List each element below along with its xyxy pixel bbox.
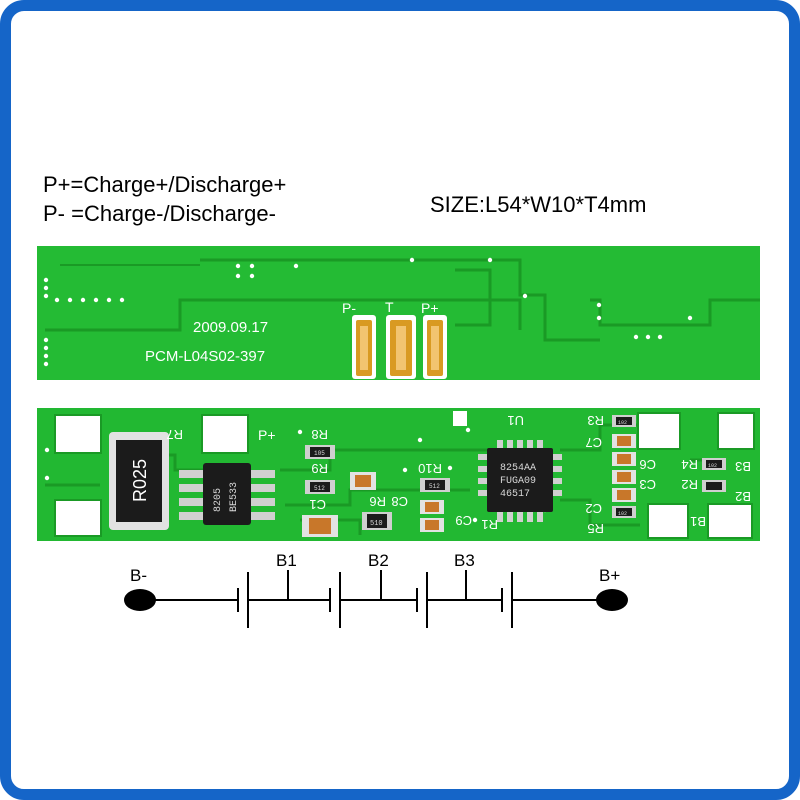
pcb-bottom-view: R025 8205 BE533 8254AA F: [37, 408, 760, 541]
silk-r1: R1: [481, 517, 498, 532]
silk-c8: C8: [391, 494, 408, 509]
mosfet-chip: 8205 BE533: [179, 463, 275, 525]
pad-t: [386, 315, 416, 379]
mosfet-marking-2: BE533: [229, 482, 240, 512]
pad-p-plus: [423, 315, 447, 379]
silk-b1: B1: [690, 514, 706, 529]
silk-r9: R9: [311, 461, 328, 476]
terminal-b-minus: [124, 589, 156, 611]
smd-code-r8: 105: [314, 450, 325, 457]
silk-c1: C1: [309, 497, 326, 512]
fiducial-pad: [453, 411, 467, 426]
silk-r5: R5: [587, 521, 604, 536]
cell-wiring-diagram: [140, 570, 612, 628]
silk-c6: C6: [639, 457, 656, 472]
pad-b-minus-bottom: [54, 499, 102, 537]
shunt-resistor: R025: [109, 432, 169, 530]
pad-label-p-minus: P-: [342, 300, 356, 316]
pad-label-t: T: [385, 299, 394, 315]
silk-r10: R10: [418, 461, 442, 476]
smd-code-r9: 512: [314, 485, 325, 492]
terminal-b-plus: [596, 589, 628, 611]
pcb-part-number: PCM-L04S02-397: [145, 348, 265, 365]
label-b-plus: B+: [599, 566, 620, 585]
pad-p-minus: [352, 315, 376, 379]
ic-marking-3: 46517: [500, 489, 530, 500]
pad-label-p-plus: P+: [421, 300, 439, 316]
smd-r8: 105: [305, 445, 335, 459]
silk-r7: R7: [166, 427, 183, 442]
pad-b3: [717, 412, 755, 450]
silk-r2: R2: [681, 477, 698, 492]
label-b-minus: B-: [130, 566, 147, 585]
silk-b2: B2: [735, 489, 751, 504]
shunt-marking: R025: [130, 459, 150, 502]
pcb-date-label: 2009.09.17: [193, 319, 268, 336]
pad-b-minus-top: [54, 414, 102, 454]
label-b3: B3: [454, 551, 475, 570]
pad-b3-left: [637, 412, 681, 450]
silk-r3: R3: [587, 413, 604, 428]
silk-r6: R6: [369, 494, 386, 509]
pcb-top-view: 2009.09.17 PCM-L04S02-397 P- T P+: [37, 246, 760, 380]
smd-code-r5: 102: [618, 511, 627, 517]
silk-r8: R8: [311, 427, 328, 442]
smd-r9: 512: [305, 480, 335, 494]
smd-r10: 512: [420, 478, 450, 492]
smd-code-r3: 102: [618, 420, 627, 426]
silk-r4: R4: [681, 457, 698, 472]
ic-marking-2: FUGA09: [500, 476, 536, 487]
board-size-label: SIZE:L54*W10*T4mm: [430, 192, 647, 217]
silk-c2: C2: [585, 501, 602, 516]
protection-ic: 8254AA FUGA09 46517: [478, 440, 562, 522]
legend-charge-negative: P- =Charge-/Discharge-: [43, 201, 276, 226]
silk-c7: C7: [585, 435, 602, 450]
silk-b3: B3: [735, 459, 751, 474]
ic-marking-1: 8254AA: [500, 463, 536, 474]
silk-c3: C3: [639, 477, 656, 492]
mosfet-marking-1: 8205: [213, 488, 224, 512]
legend-charge-positive: P+=Charge+/Discharge+: [43, 172, 287, 197]
smd-code-r6: 510: [370, 520, 383, 528]
pad-p-plus-bottom: [201, 414, 249, 454]
silk-p-plus: P+: [258, 427, 276, 443]
pad-b1-left: [647, 503, 689, 539]
smd-column-right: 102 102 102: [612, 415, 726, 518]
smd-code-r4: 102: [708, 463, 717, 469]
label-b2: B2: [368, 551, 389, 570]
pad-b1: [707, 503, 753, 539]
silk-u1: U1: [507, 413, 524, 428]
smd-r6: 510: [362, 512, 392, 530]
label-b1: B1: [276, 551, 297, 570]
silk-c9: C9: [455, 513, 472, 528]
smd-code-r10: 512: [429, 483, 440, 490]
